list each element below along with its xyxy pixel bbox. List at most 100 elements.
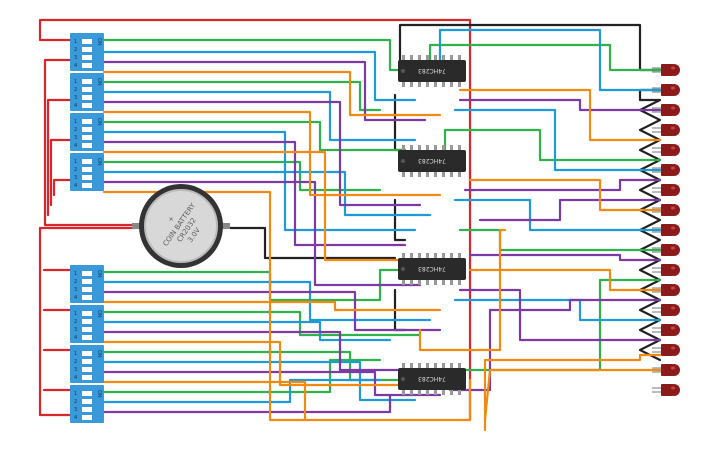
chip-pin <box>458 82 461 87</box>
dip-pin-number: 2 <box>74 127 77 133</box>
dip-pin-number: 4 <box>74 295 77 301</box>
chip-pin <box>418 55 421 60</box>
dip-toggle[interactable] <box>82 271 92 276</box>
dip-toggle[interactable] <box>82 279 92 284</box>
dip-toggle[interactable] <box>82 119 92 124</box>
chip-pin <box>442 172 445 177</box>
dip-toggle[interactable] <box>82 47 92 52</box>
dip-pin-number: 3 <box>74 175 77 181</box>
chip-pin <box>434 390 437 395</box>
dip-toggle[interactable] <box>82 407 92 412</box>
dip-pin-number: 3 <box>74 407 77 413</box>
led-highlight <box>671 206 675 210</box>
adder-chip: 74HC283 <box>398 253 466 285</box>
dip-pin-number: 2 <box>74 359 77 365</box>
led <box>652 144 680 156</box>
chip-pin <box>426 145 429 150</box>
chip-pin <box>410 82 413 87</box>
led-highlight <box>671 226 675 230</box>
led-dome <box>668 304 680 316</box>
led-highlight <box>671 286 675 290</box>
dip-pin-number: 2 <box>74 399 77 405</box>
battery-cell <box>144 189 218 263</box>
chip-pin <box>458 145 461 150</box>
dip-toggle[interactable] <box>82 319 92 324</box>
dip-on-label: ON <box>96 158 102 166</box>
chip-pin <box>426 172 429 177</box>
dip-toggle[interactable] <box>82 55 92 60</box>
dip-toggle[interactable] <box>82 95 92 100</box>
led <box>652 264 680 276</box>
chip-pin <box>402 280 405 285</box>
chip-pin <box>426 55 429 60</box>
dip-on-label: ON <box>96 118 102 126</box>
dip-toggle[interactable] <box>82 103 92 108</box>
dip-pin-number: 3 <box>74 55 77 61</box>
chip-pin <box>426 280 429 285</box>
dip-pin-number: 1 <box>74 39 77 45</box>
dip-toggle[interactable] <box>82 399 92 404</box>
dip-toggle[interactable] <box>82 135 92 140</box>
dip-toggle[interactable] <box>82 79 92 84</box>
dip-pin-number: 1 <box>74 351 77 357</box>
led-dome <box>668 124 680 136</box>
dip-toggle[interactable] <box>82 311 92 316</box>
chip-pin <box>426 82 429 87</box>
chip-pin <box>442 253 445 258</box>
dip-toggle[interactable] <box>82 63 92 68</box>
dip-toggle[interactable] <box>82 127 92 132</box>
dip-toggle[interactable] <box>82 415 92 420</box>
dip-toggle[interactable] <box>82 183 92 188</box>
chip-body <box>398 60 466 82</box>
dip-toggle[interactable] <box>82 295 92 300</box>
chip-pin <box>442 363 445 368</box>
led-dome <box>668 104 680 116</box>
chip-pin <box>450 363 453 368</box>
dip-toggle[interactable] <box>82 143 92 148</box>
led <box>652 164 680 176</box>
led-highlight <box>671 126 675 130</box>
dip-toggle[interactable] <box>82 391 92 396</box>
dip-toggle[interactable] <box>82 359 92 364</box>
dip-toggle[interactable] <box>82 327 92 332</box>
chip-label: 74HC283 <box>418 265 446 272</box>
dip-pin-number: 4 <box>74 143 77 149</box>
chip-pin <box>434 145 437 150</box>
coin-battery: + COIN BATTERY CR2032 3.0V <box>132 184 230 268</box>
dip-toggle[interactable] <box>82 287 92 292</box>
dip-toggle[interactable] <box>82 159 92 164</box>
led-highlight <box>671 106 675 110</box>
chip-pin <box>450 55 453 60</box>
dip-toggle[interactable] <box>82 167 92 172</box>
chip-body <box>398 150 466 172</box>
chip-pin <box>418 82 421 87</box>
dip-pin-number: 1 <box>74 311 77 317</box>
dip-toggle[interactable] <box>82 87 92 92</box>
dip-pin-number: 3 <box>74 287 77 293</box>
chip-pin <box>402 172 405 177</box>
dip-toggle[interactable] <box>82 39 92 44</box>
chip-pin <box>402 390 405 395</box>
dip-toggle[interactable] <box>82 335 92 340</box>
dip-toggle[interactable] <box>82 367 92 372</box>
battery-plus-sign: + <box>166 214 176 224</box>
led-highlight <box>671 246 675 250</box>
dip-toggle[interactable] <box>82 375 92 380</box>
dip-toggle[interactable] <box>82 175 92 180</box>
adder-chip: 74HC283 <box>398 55 466 87</box>
chip-pin <box>402 363 405 368</box>
chip-pin <box>426 253 429 258</box>
dip-toggle[interactable] <box>82 351 92 356</box>
chip-notch <box>401 69 405 73</box>
chip-pin <box>458 253 461 258</box>
dip-pin-number: 1 <box>74 159 77 165</box>
led <box>652 324 680 336</box>
